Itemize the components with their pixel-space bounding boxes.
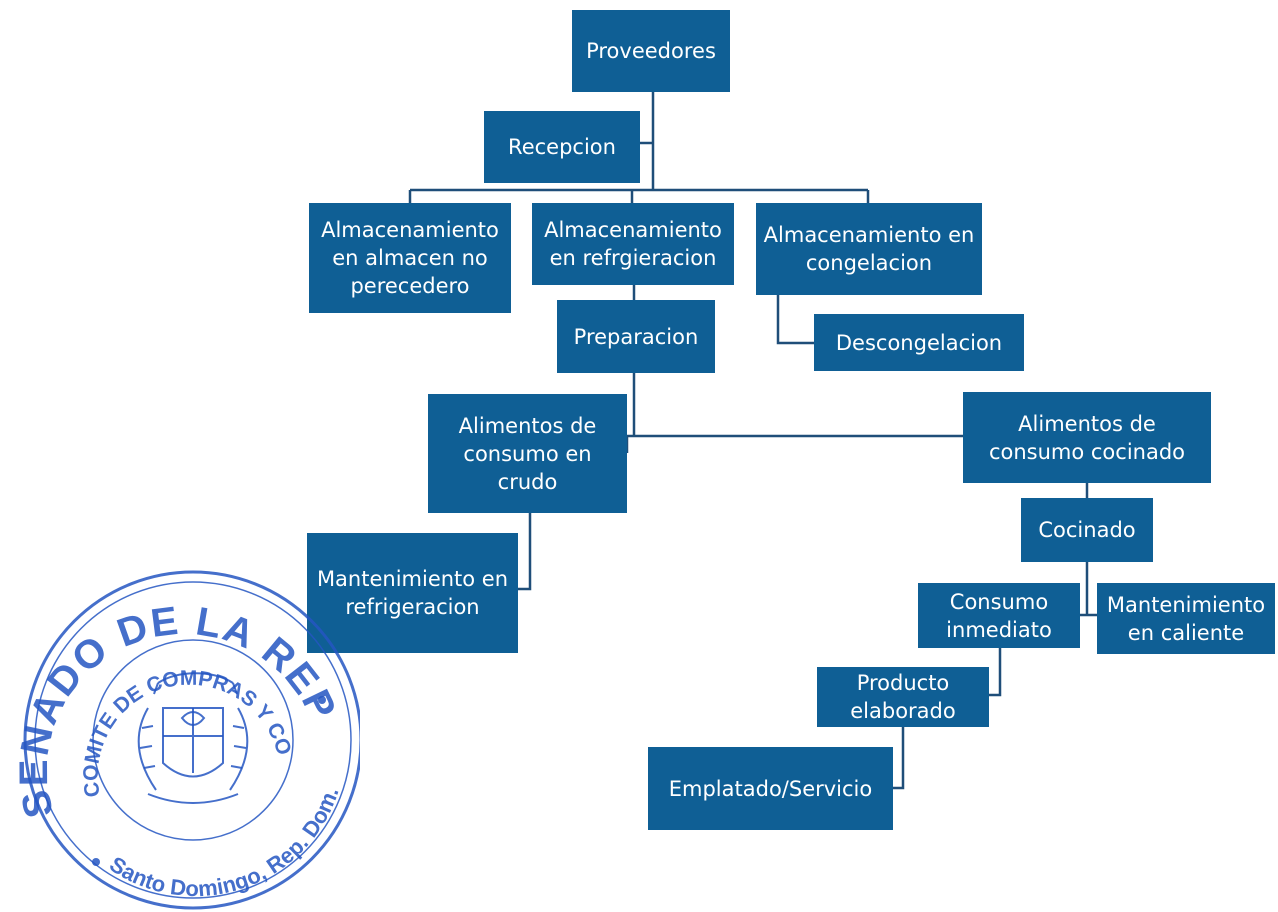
node-almacenamiento-congelacion[interactable]: Almacenamiento en congelacion — [756, 203, 982, 295]
coat-of-arms-emblem — [137, 672, 249, 804]
node-label: Preparacion — [573, 324, 699, 349]
node-label: Cocinado — [1038, 518, 1136, 542]
node-label: Almacenamiento en almacen no perecedero — [321, 218, 499, 298]
node-descongelacion[interactable]: Descongelacion — [814, 314, 1024, 371]
node-preparacion[interactable]: Preparacion — [557, 300, 715, 373]
node-emplatado-servicio[interactable]: Emplatado/Servicio — [648, 747, 893, 830]
node-label: Consumo inmediato — [946, 589, 1052, 642]
node-alimentos-consumo-cocinado[interactable]: Alimentos de consumo cocinado — [963, 392, 1211, 483]
seal-bottom-text: Santo Domingo, Rep. Dom. — [105, 784, 343, 901]
svg-text:Santo Domingo, Rep. Dom.: Santo Domingo, Rep. Dom. — [105, 784, 343, 901]
node-label: Recepcion — [508, 135, 616, 159]
node-label: Emplatado/Servicio — [668, 776, 873, 801]
node-mantenimiento-caliente[interactable]: Mantenimiento en caliente — [1097, 583, 1275, 654]
node-producto-elaborado[interactable]: Producto elaborado — [817, 667, 989, 727]
node-almacenamiento-no-perecedero[interactable]: Almacenamiento en almacen no perecedero — [309, 203, 511, 313]
node-label: Almacenamiento en refrgieracion — [544, 218, 722, 270]
official-seal-stamp: SENADO DE LA REPUBLICA COMITE DE COMPRAS… — [8, 568, 360, 910]
node-recepcion[interactable]: Recepcion — [484, 111, 640, 183]
node-label: Alimentos de consumo cocinado — [988, 411, 1186, 464]
node-almacenamiento-refrigeracion[interactable]: Almacenamiento en refrgieracion — [532, 203, 734, 285]
node-label: Producto elaborado — [850, 671, 956, 723]
node-proveedores[interactable]: Proveedores — [572, 10, 730, 92]
node-label: Descongelacion — [835, 330, 1003, 355]
node-label: Mantenimiento en caliente — [1106, 592, 1266, 645]
node-consumo-inmediato[interactable]: Consumo inmediato — [918, 583, 1080, 648]
node-label: Almacenamiento en congelacion — [763, 223, 975, 275]
node-mantenimiento-refrigeracion[interactable]: Mantenimiento en refrigeracion — [307, 533, 518, 653]
node-label: Alimentos de consumo en crudo — [458, 413, 597, 494]
node-cocinado[interactable]: Cocinado — [1021, 498, 1153, 562]
node-alimentos-consumo-crudo[interactable]: Alimentos de consumo en crudo — [428, 394, 627, 513]
node-label: Proveedores — [586, 39, 716, 63]
node-label: Mantenimiento en refrigeracion — [316, 567, 509, 619]
